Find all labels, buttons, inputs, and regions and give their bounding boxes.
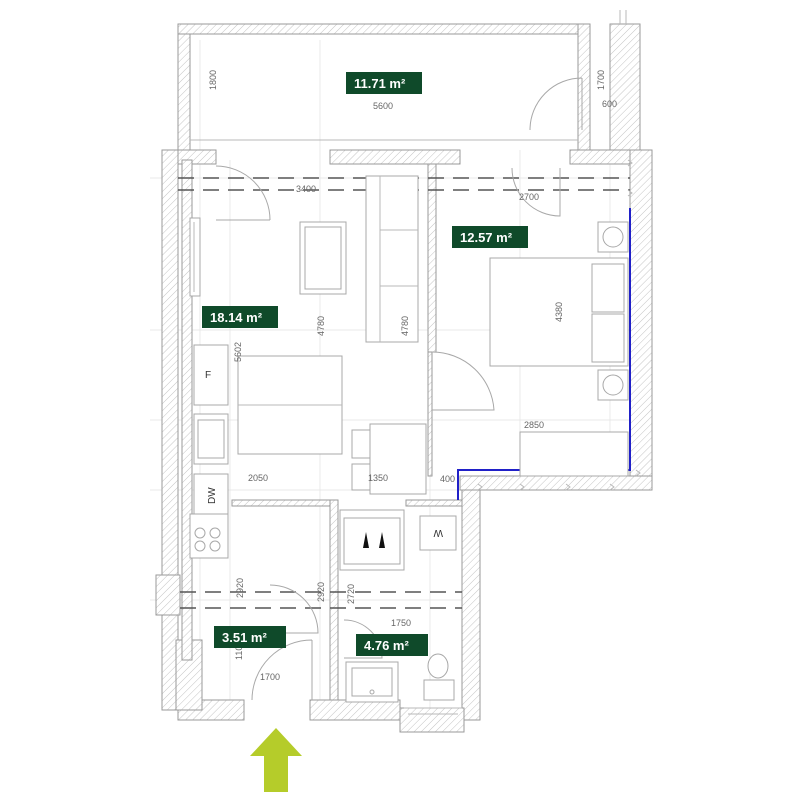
dim-hall-height: 1100 [234,641,244,660]
dimensions: 1800 5600 1700 600 3400 2700 4780 4780 4… [208,70,617,682]
dim-hall-width: 1700 [260,672,280,682]
dim-hall-mid: 2920 [316,582,326,602]
dim-bedroom-width: 2700 [519,192,539,202]
dim-bedroom-lower: 2850 [524,420,544,430]
dim-bedroom-depth: 4380 [554,302,564,322]
dim-balcony-side: 600 [602,99,617,109]
dim-sofa-depth: 4780 [400,316,410,336]
area-hall-text: 3.51 m² [222,630,267,645]
area-label-hall: 3.51 m² [214,626,286,648]
dim-balcony-width: 5600 [373,101,393,111]
dim-kitchen-width: 2050 [248,473,268,483]
area-balcony-text: 11.71 m² [354,76,406,91]
kitchen: F DW [189,217,229,559]
washer-label: W [433,527,443,538]
dim-table-width: 1350 [368,473,388,483]
dim-hall-left: 2920 [235,578,245,598]
area-label-bedroom: 12.57 m² [452,226,528,248]
doors [215,165,561,701]
entrance-arrow-icon [250,728,302,792]
dishwasher-label: DW [207,487,218,504]
wall-markers [477,159,641,491]
dim-kitchen-run: 5602 [233,342,243,362]
dim-bath-height: 2720 [346,584,356,604]
area-bathroom-text: 4.76 m² [364,638,409,653]
area-label-bathroom: 4.76 m² [356,634,428,656]
dim-bath-width: 1750 [391,618,411,628]
area-label-living: 18.14 m² [202,306,278,328]
bedroom-furniture [489,221,629,477]
outer-walls [155,149,653,733]
dim-corridor-gap: 400 [440,474,455,484]
dim-living-depth: 4780 [316,316,326,336]
bathroom-fixtures: W [339,509,462,715]
dim-balcony-height: 1800 [208,70,218,90]
area-bedroom-text: 12.57 m² [460,230,513,245]
dim-living-width: 3400 [296,184,316,194]
area-living-text: 18.14 m² [210,310,263,325]
fridge-label: F [205,370,211,381]
area-label-balcony: 11.71 m² [346,72,422,94]
interior-walls [181,159,463,701]
living-furniture [237,175,427,495]
dim-balcony-door-height: 1700 [596,70,606,90]
